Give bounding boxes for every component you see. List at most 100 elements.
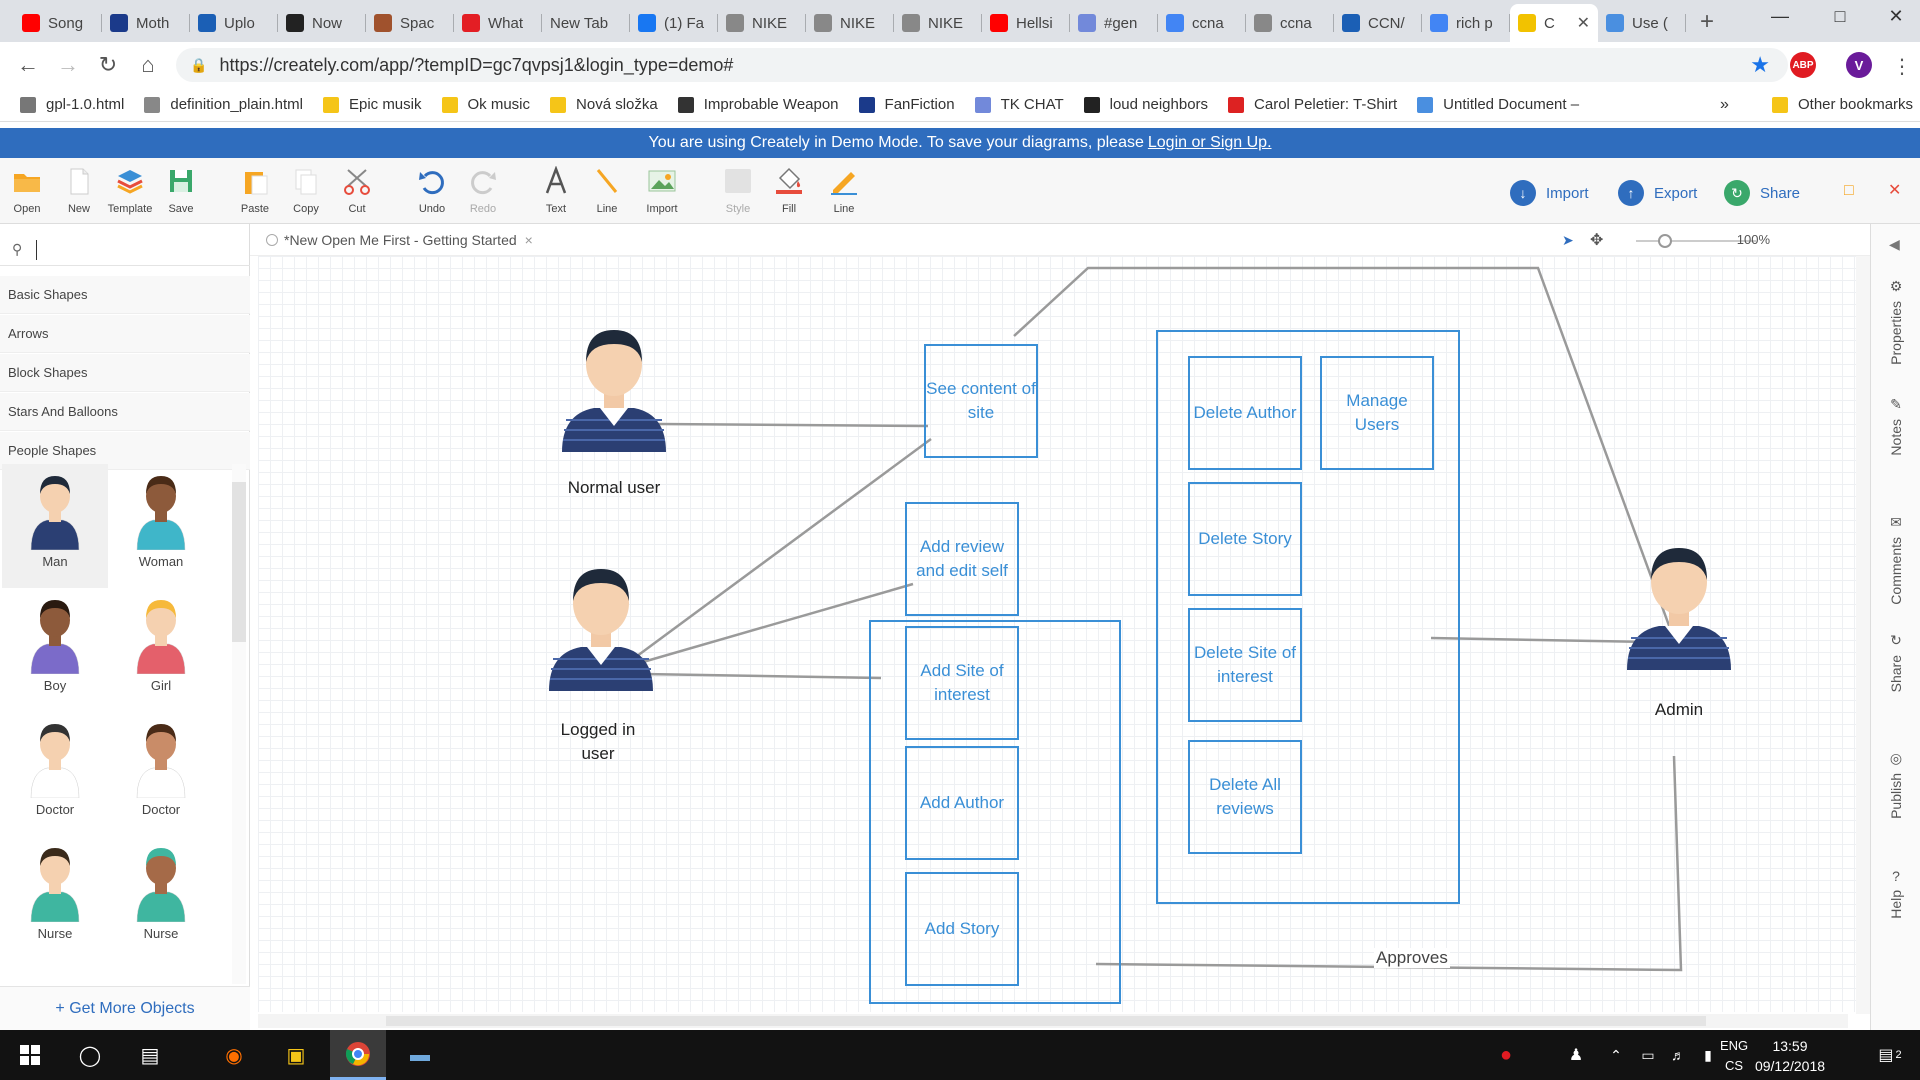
close-tab-icon[interactable]: × [524, 232, 533, 248]
share-button[interactable]: ↻ Share [1724, 180, 1800, 206]
browser-tab[interactable]: Moth [102, 4, 190, 42]
logged-in-user-actor-icon[interactable] [545, 561, 657, 691]
shape-search-input[interactable]: ⚲ [0, 234, 250, 266]
profile-avatar[interactable]: V [1846, 52, 1872, 78]
delete-author-box[interactable]: Delete Author [1188, 356, 1302, 470]
panel-comments[interactable]: ✉Comments [1871, 514, 1920, 605]
import-button[interactable]: ↓ Import [1510, 180, 1589, 206]
task-view-icon[interactable]: ▤ [140, 1044, 160, 1067]
library-section-block-shapes[interactable]: Block Shapes [0, 354, 250, 392]
add-review-box[interactable]: Add review and edit self [905, 502, 1019, 616]
chat-icon[interactable]: □ [1844, 182, 1854, 199]
forward-icon[interactable]: → [57, 52, 79, 77]
file-explorer-icon[interactable]: ▣ [286, 1044, 306, 1067]
new-button[interactable]: New [53, 166, 105, 215]
browser-tab[interactable]: New Tab [542, 4, 630, 42]
open-button[interactable]: Open [1, 166, 53, 215]
approves-label[interactable]: Approves [1374, 948, 1450, 968]
delete-site-box[interactable]: Delete Site of interest [1188, 608, 1302, 722]
back-icon[interactable]: ← [17, 52, 39, 77]
template-button[interactable]: Template [104, 166, 156, 215]
maximize-icon[interactable]: □ [1834, 6, 1846, 26]
delete-reviews-box[interactable]: Delete All reviews [1188, 740, 1302, 854]
library-section-arrows[interactable]: Arrows [0, 315, 250, 353]
import-image-button[interactable]: Import [636, 166, 688, 215]
address-bar[interactable]: 🔒 https://creately.com/app/?tempID=gc7qv… [176, 48, 1788, 82]
connector-normal-see[interactable] [657, 422, 929, 428]
browser-tab[interactable]: Uplo [190, 4, 278, 42]
app-icon[interactable]: ▬ [410, 1043, 430, 1066]
bookmark-item[interactable]: Ok music [441, 96, 530, 113]
notifications-icon[interactable]: ▤ 2 [1862, 1030, 1918, 1080]
add-author-box[interactable]: Add Author [905, 746, 1019, 860]
zoom-slider-handle[interactable] [1658, 234, 1672, 248]
shape-doctor[interactable]: Doctor [108, 712, 214, 836]
browser-tab[interactable]: Now [278, 4, 366, 42]
admin-actor-icon[interactable] [1623, 540, 1735, 670]
login-link[interactable]: Login or Sign Up. [1147, 134, 1272, 151]
get-more-objects-link[interactable]: + Get More Objects [0, 986, 250, 1030]
other-bookmarks[interactable]: Other bookmarks [1772, 96, 1913, 113]
bookmark-item[interactable]: Epic musik [322, 96, 422, 113]
bookmark-item[interactable]: Carol Peletier: T-Shirt [1228, 96, 1397, 113]
minimize-icon[interactable]: — [1771, 6, 1789, 26]
diagram-canvas[interactable]: Normal user Logged in user Admin See con… [258, 256, 1858, 1012]
shape-woman[interactable]: Woman [108, 464, 214, 588]
reload-icon[interactable]: ↻ [98, 52, 118, 77]
pointer-tool-icon[interactable]: ➤ [1562, 232, 1574, 248]
browser-tab[interactable]: NIKE [718, 4, 806, 42]
close-tab-icon[interactable]: ✕ [1576, 15, 1590, 32]
collapse-panel-icon[interactable]: ◀ [1889, 236, 1900, 252]
manage-users-box[interactable]: Manage Users [1320, 356, 1434, 470]
line-style-button[interactable]: Line [818, 166, 870, 215]
redo-button[interactable]: Redo [457, 166, 509, 215]
battery-icon[interactable]: ▮ [1704, 1046, 1712, 1063]
bookmark-item[interactable]: loud neighbors [1083, 96, 1208, 113]
browser-tab[interactable]: What [454, 4, 542, 42]
panel-help[interactable]: ?Help [1871, 868, 1920, 919]
bookmark-item[interactable]: gpl-1.0.html [20, 96, 124, 113]
browser-tab[interactable]: CCN/ [1334, 4, 1422, 42]
firefox-icon[interactable]: ◉ [225, 1044, 243, 1067]
add-site-box[interactable]: Add Site of interest [905, 626, 1019, 740]
pan-tool-icon[interactable]: ✥ [1590, 232, 1604, 249]
panel-share[interactable]: ↻Share [1871, 632, 1920, 692]
bookmark-item[interactable]: definition_plain.html [144, 96, 303, 113]
line-button[interactable]: Line [581, 166, 633, 215]
shape-girl[interactable]: Girl [108, 588, 214, 712]
panel-publish[interactable]: ◎Publish [1871, 750, 1920, 819]
bookmark-item[interactable]: Nová složka [550, 96, 658, 113]
bookmark-star-icon[interactable]: ★ [1750, 52, 1770, 77]
browser-tab[interactable]: C✕ [1510, 4, 1598, 42]
shape-man[interactable]: Man [2, 464, 108, 588]
panel-notes[interactable]: ✎Notes [1871, 396, 1920, 456]
browser-tab[interactable]: rich p [1422, 4, 1510, 42]
people-icon[interactable]: ♟ [1568, 1047, 1584, 1064]
library-section-people-shapes[interactable]: People Shapes [0, 432, 250, 470]
panel-properties[interactable]: ⚙Properties [1871, 278, 1920, 365]
browser-tab[interactable]: NIKE [806, 4, 894, 42]
bookmark-item[interactable]: Improbable Weapon [677, 96, 839, 113]
close-window-icon[interactable]: ✕ [1888, 6, 1904, 26]
cortana-search-icon[interactable]: ◯ [78, 1044, 102, 1067]
canvas-vertical-scrollbar[interactable] [1856, 256, 1870, 1014]
browser-tab[interactable]: Hellsi [982, 4, 1070, 42]
normal-user-actor-icon[interactable] [558, 322, 670, 452]
connector-logged-site[interactable] [642, 672, 882, 680]
tray-app-icon[interactable]: ● [1499, 1043, 1513, 1066]
connector-logged-see[interactable] [632, 437, 932, 661]
cut-button[interactable]: Cut [331, 166, 383, 215]
browser-tab[interactable]: NIKE [894, 4, 982, 42]
bookmark-item[interactable]: TK CHAT [974, 96, 1064, 113]
shape-doctor[interactable]: Doctor [2, 712, 108, 836]
connector-see-admin[interactable] [1013, 266, 1673, 632]
bookmarks-overflow-button[interactable]: » [1720, 95, 1729, 113]
connector-logged-review[interactable] [642, 582, 914, 664]
language-indicator[interactable]: ENG CS [1720, 1036, 1748, 1076]
browser-tab[interactable]: Song [14, 4, 102, 42]
menu-icon[interactable]: ⋮ [1892, 56, 1912, 78]
network-icon[interactable]: ▭ [1641, 1046, 1655, 1063]
paste-button[interactable]: Paste [229, 166, 281, 215]
fill-button[interactable]: Fill [763, 166, 815, 215]
windows-start-icon[interactable] [2, 1030, 58, 1080]
